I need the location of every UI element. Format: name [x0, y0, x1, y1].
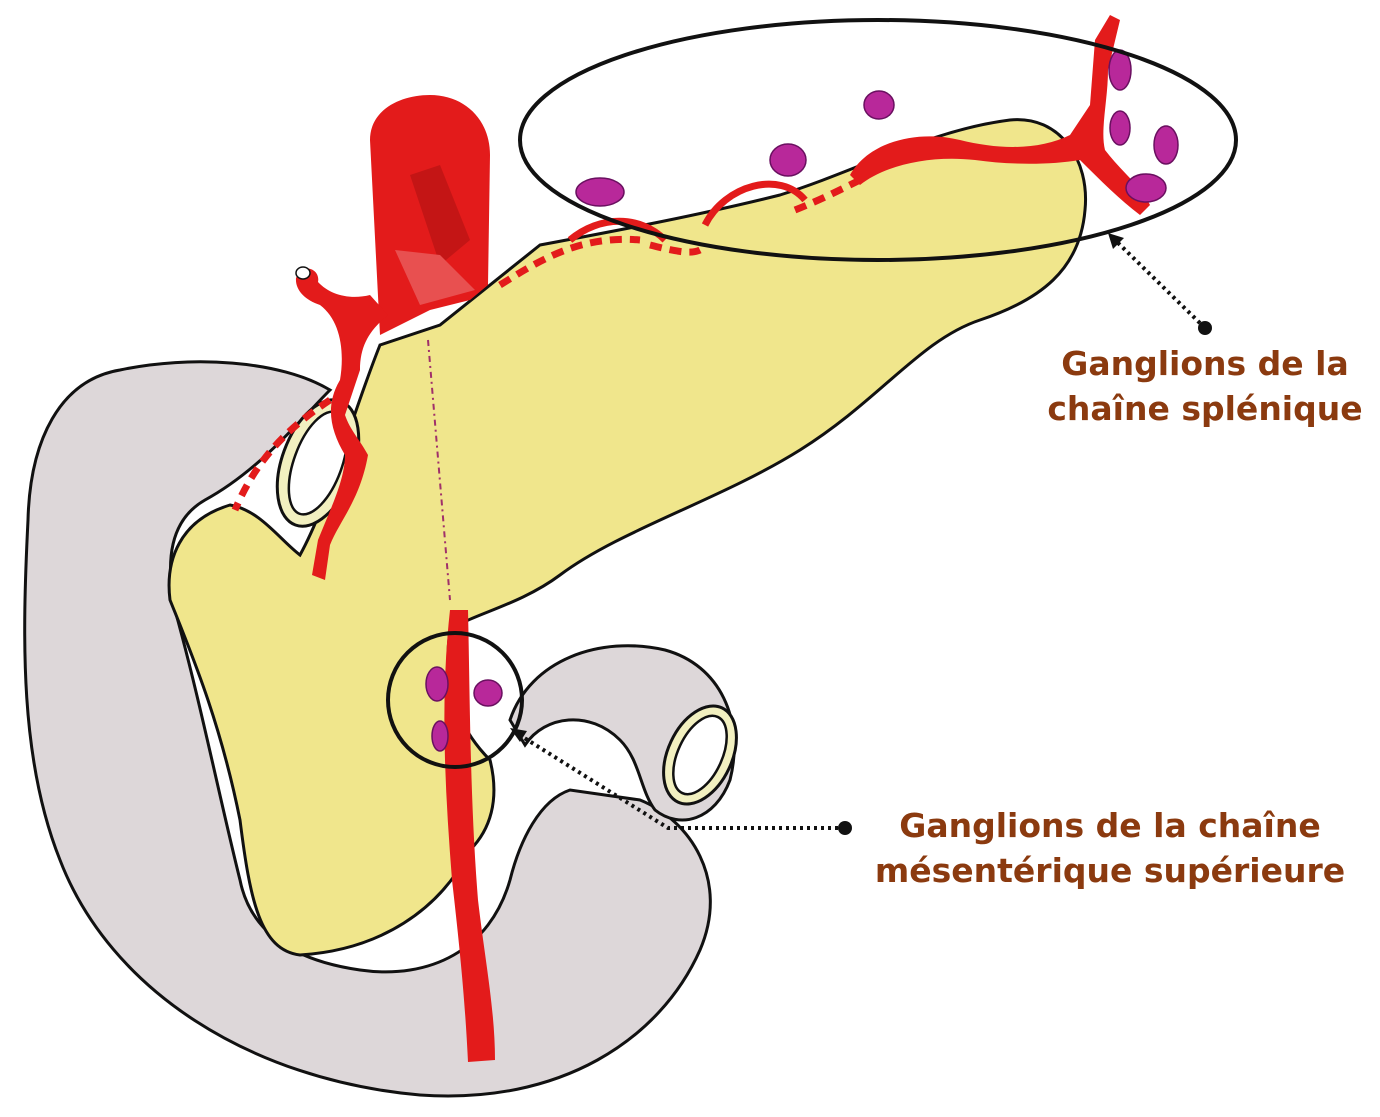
splenic-label-line2: chaîne splénique	[1030, 386, 1380, 431]
mesenteric-chain-label: Ganglions de la chaîne mésentérique supé…	[840, 803, 1380, 893]
lymph-node	[864, 91, 894, 119]
splenic-pointer	[1108, 233, 1212, 335]
lymph-node	[1126, 174, 1166, 202]
lymph-node	[426, 667, 448, 701]
lymph-node	[432, 721, 448, 751]
splenic-chain-label: Ganglions de la chaîne splénique	[1030, 341, 1380, 431]
splenic-label-line1: Ganglions de la	[1030, 341, 1380, 386]
lymph-node	[1110, 111, 1130, 145]
lymph-node	[1154, 126, 1178, 164]
lymph-node	[474, 680, 502, 706]
lymph-node	[576, 178, 624, 206]
mesenteric-label-line2: mésentérique supérieure	[840, 848, 1380, 893]
mesenteric-label-line1: Ganglions de la chaîne	[840, 803, 1380, 848]
lymph-node	[770, 144, 806, 176]
